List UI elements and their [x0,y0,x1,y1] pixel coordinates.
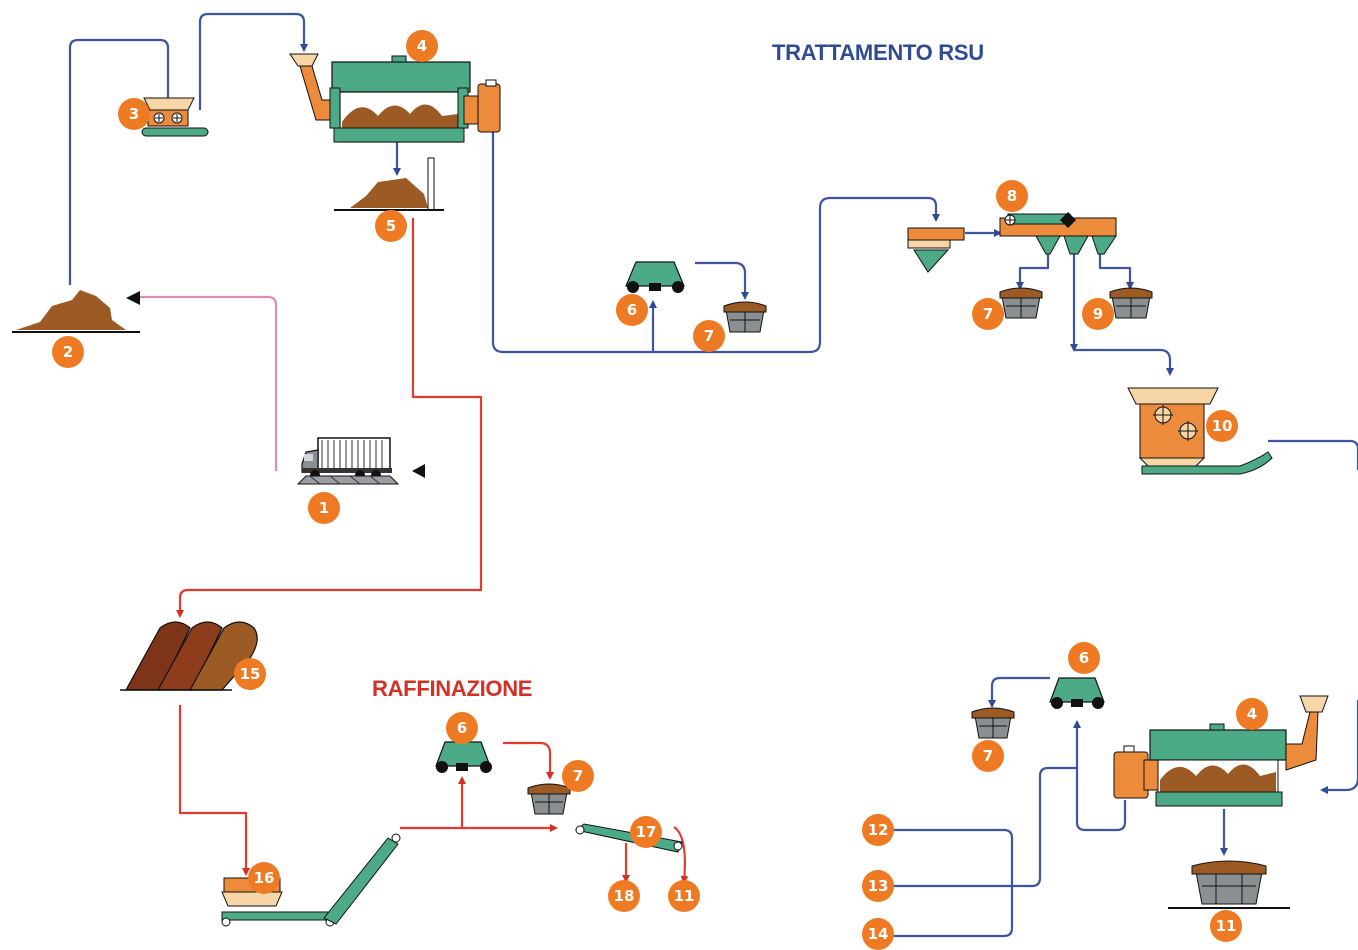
outputs-12-14-line [874,828,1014,940]
screen-to-output11-line [673,826,689,884]
truck-weighbridge [296,437,425,485]
step-badge-11: 11 [1210,910,1242,942]
classifier [999,212,1117,255]
step-badge-12: 12 [862,814,894,846]
step-badge-6: 6 [616,294,648,326]
step-badge-4: 4 [1236,698,1268,730]
container [1109,287,1153,319]
rotary-drum [289,53,501,143]
shredder-to-drum-line [198,12,308,110]
ballistic-separator [1049,677,1105,709]
refining-title: RAFFINAZIONE [372,676,533,701]
step-badge-3: 3 [118,98,150,130]
step-badge-13: 13 [862,870,894,902]
hopper-conveyor [221,833,401,927]
windrow-to-hopper-line [178,705,250,876]
step-badge-7: 7 [562,760,594,792]
container [527,783,571,815]
classifier-to-container9-line [1098,254,1134,290]
windrows [120,621,258,691]
input-arrow-icon [126,291,140,305]
pile-to-shredder-line [68,38,172,285]
container [1168,860,1290,909]
rotary-drum [1113,695,1329,807]
step-badge-7: 7 [972,298,1004,330]
step-badge-18: 18 [608,880,640,912]
screen-feeder [907,227,965,273]
separator2-to-container-line [988,676,1050,708]
step-badge-2: 2 [52,336,84,368]
separator3-to-container-line [503,741,554,780]
step-badge-17: 17 [630,816,662,848]
delivery-line [130,295,278,471]
container [971,707,1015,739]
container [723,301,767,333]
inclined-screen [574,823,683,853]
step-badge-7: 7 [693,320,725,352]
pile-to-windrow-line [176,218,483,618]
to-drum2-line [1320,700,1358,794]
mill-exit-line [1268,439,1358,470]
step-badge-6: 6 [1068,642,1100,674]
ballistic-separator [625,261,685,293]
step-badge-9: 9 [1082,298,1114,330]
compost-pile [334,157,444,211]
step-badge-8: 8 [996,180,1028,212]
treatment-title: TRATTAMENTO RSU [772,40,984,65]
classifier-to-container7-line [1016,254,1050,290]
separator-to-container-line [695,261,749,300]
step-badge-1: 1 [308,492,340,524]
step-badge-11: 11 [668,880,700,912]
mill [1127,387,1273,475]
step-badge-10: 10 [1206,410,1238,442]
to-output13-line [874,766,1077,890]
to-mill-line [1074,348,1174,376]
ballistic-separator [435,741,492,773]
flow-lines [68,12,1358,940]
step-badge-16: 16 [248,862,280,894]
step-badge-14: 14 [862,918,894,950]
step-badge-15: 15 [234,658,266,690]
drum2-to-separator-line [1073,720,1127,832]
step-badge-5: 5 [375,210,407,242]
input-arrow-icon [412,464,425,478]
step-badge-4: 4 [406,30,438,62]
container [999,287,1043,319]
step-badge-7: 7 [972,740,1004,772]
shredder [141,97,209,137]
waste-pile [12,290,140,333]
drum-to-screen-line [491,132,940,354]
step-badge-6: 6 [446,712,478,744]
